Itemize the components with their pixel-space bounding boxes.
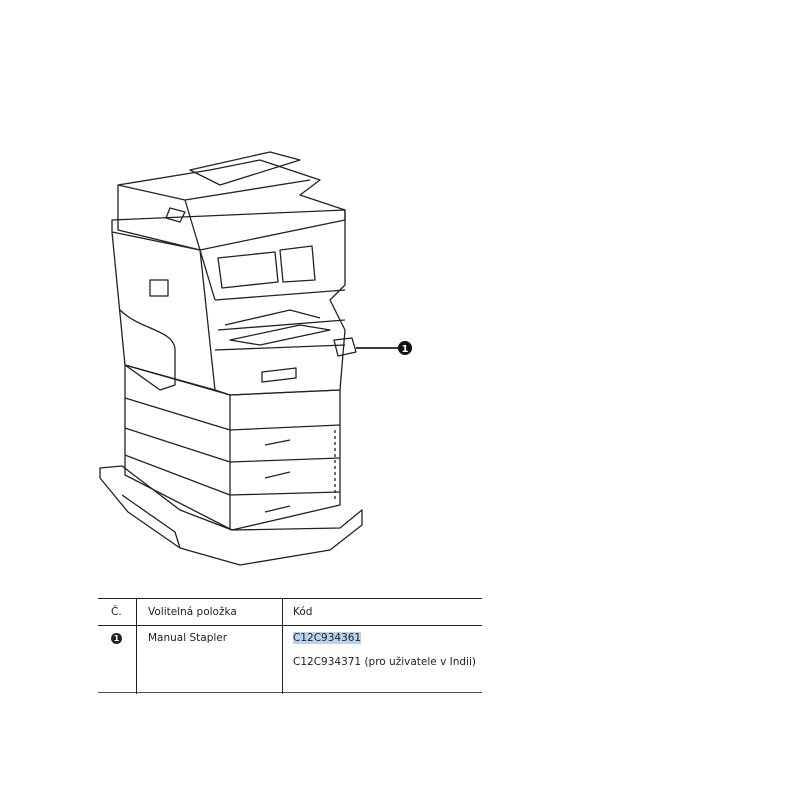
callout-marker [398, 341, 412, 355]
header-code: Kód [293, 606, 313, 618]
table-top-border [98, 598, 482, 599]
column-divider [136, 598, 137, 694]
scanner-adf [117, 151, 346, 251]
options-table: Č. Volitelná položka Kód 1 Manual Staple… [98, 598, 482, 694]
manual-stapler [333, 337, 357, 357]
header-number: Č. [111, 606, 122, 618]
header-item: Volitelná položka [148, 606, 237, 618]
table-row-divider [98, 692, 482, 693]
table-row: 1 [111, 632, 122, 644]
printer-body [111, 209, 346, 396]
row-number-badge: 1 [111, 633, 122, 644]
printer-stand [99, 465, 363, 566]
column-divider [282, 598, 283, 694]
row-code-primary: C12C934361 [293, 632, 362, 644]
highlighted-code: C12C934361 [293, 632, 362, 644]
callout-number: 1 [402, 344, 409, 355]
header-divider [98, 625, 482, 626]
paper-cassettes [124, 364, 341, 531]
row-code-india: C12C934371 (pro uživatele v Indii) [293, 656, 476, 668]
row-item: Manual Stapler [148, 632, 228, 644]
